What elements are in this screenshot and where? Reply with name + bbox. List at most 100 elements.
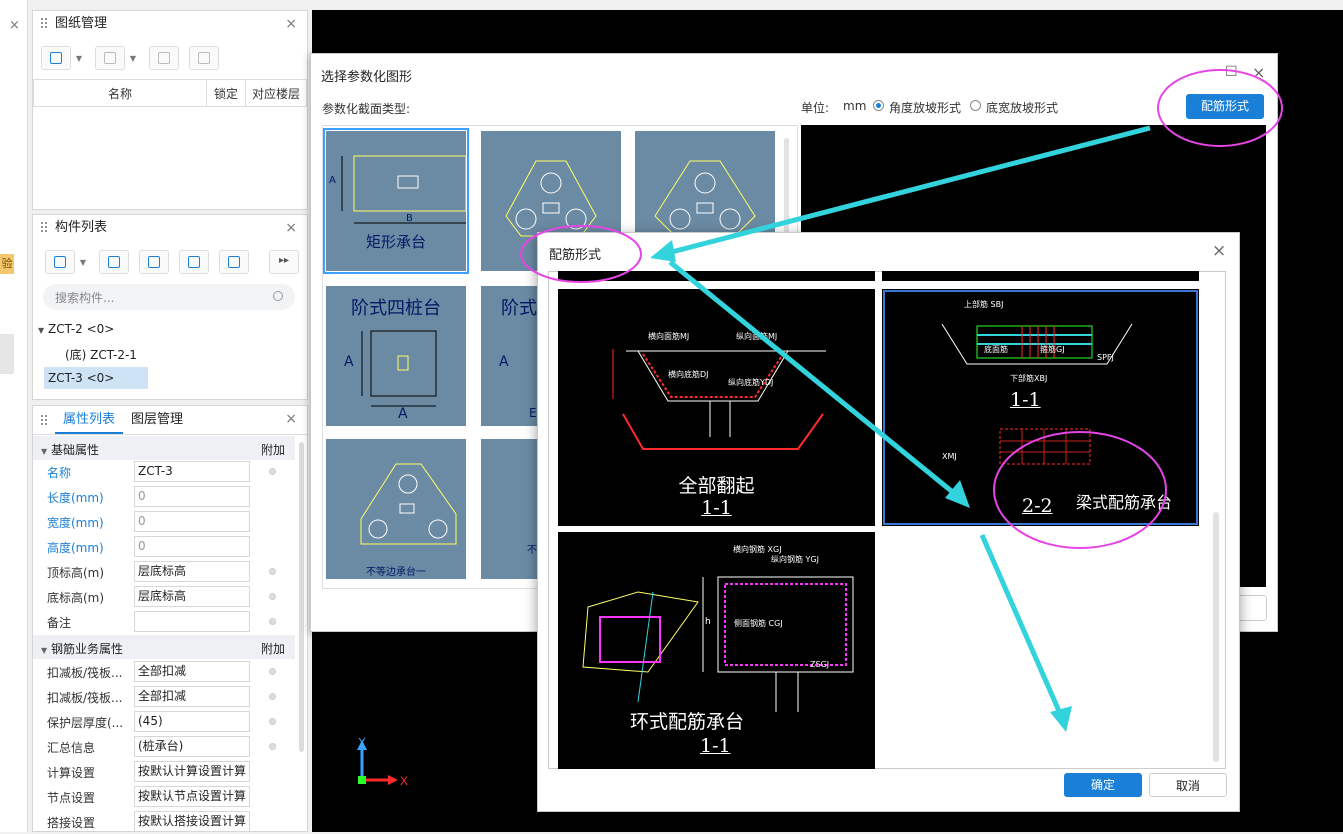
chevron-down-icon[interactable]: ▼ [75, 54, 82, 63]
prop-value-input[interactable] [134, 611, 250, 632]
prop-label: 保护层厚度(... [47, 716, 124, 730]
thumb-drawing [341, 155, 466, 224]
dim-a: A [499, 354, 509, 370]
grid-scrollbar[interactable] [1213, 512, 1219, 762]
rebar-form-beam[interactable]: 上部筋 SBJ 底面筋 箍筋GJ SPFJ 下部筋XBJ XMJ 1-1 2-2… [882, 289, 1199, 526]
rebar-form-button[interactable]: 配筋形式 [1186, 94, 1264, 119]
trash-icon [148, 256, 160, 268]
edit-drawing-button[interactable]: ▼ [95, 46, 136, 70]
cancel-button[interactable]: 取消 [1149, 773, 1227, 797]
drag-grip-icon[interactable] [40, 221, 48, 234]
radio-angle-slope-label: 角度放坡形式 [889, 101, 962, 115]
tree-item[interactable]: (底) ZCT-2-1 [65, 346, 137, 363]
extra-checkbox[interactable] [269, 693, 276, 700]
unit-label: 单位: [801, 101, 830, 115]
tree-item[interactable]: ▼ ZCT-2 <0> [38, 322, 114, 336]
thumb-step-four-pile[interactable]: 阶式四桩台 A A [326, 286, 466, 426]
prop-value-input[interactable]: (桩承台) [134, 736, 250, 757]
extra-checkbox[interactable] [269, 468, 276, 475]
scrollbar[interactable] [299, 442, 304, 752]
prop-label: 扣减板/筏板... [47, 666, 123, 680]
rebar-form-cell-prev[interactable] [882, 271, 1199, 281]
collapse-caret-icon[interactable]: ▼ [41, 646, 48, 655]
rebar-form-cell-prev[interactable] [558, 271, 875, 281]
prop-label: 长度(mm) [47, 491, 104, 505]
rebar-label: h [705, 617, 711, 627]
col-floor[interactable]: 对应楼层 [245, 79, 307, 107]
extra-checkbox[interactable] [269, 593, 276, 600]
add-drawing-button[interactable]: ▼ [41, 46, 82, 70]
extra-checkbox[interactable] [269, 618, 276, 625]
radio-bottom-slope[interactable] [970, 100, 981, 111]
prop-value-input[interactable]: 全部扣减 [134, 686, 250, 707]
extra-header: 附加 [261, 443, 286, 457]
delete-component-button[interactable] [139, 250, 169, 274]
extra-checkbox[interactable] [269, 668, 276, 675]
close-icon[interactable]: × [285, 220, 297, 236]
prop-value-input[interactable]: 0 [134, 536, 250, 557]
dim-a: A [329, 175, 336, 186]
close-icon[interactable]: × [1212, 241, 1227, 261]
close-icon[interactable]: × [285, 411, 297, 427]
prop-label: 高度(mm) [47, 541, 104, 555]
prop-value-input[interactable]: (45) [134, 711, 250, 732]
prop-value-input[interactable]: 按默认计算设置计算 [134, 761, 250, 782]
ok-button[interactable]: 确定 [1064, 773, 1142, 797]
more-button[interactable]: ▸▸ [269, 250, 299, 274]
prop-value-input[interactable]: 层底标高 [134, 561, 250, 582]
col-lock[interactable]: 锁定 [206, 79, 246, 107]
maximize-icon[interactable]: ☐ [1225, 64, 1238, 80]
extra-checkbox[interactable] [269, 743, 276, 750]
drag-grip-icon[interactable] [40, 17, 48, 30]
tab-properties[interactable]: 属性列表 [55, 406, 124, 434]
collapse-caret-icon[interactable]: ▼ [41, 447, 48, 456]
extra-checkbox[interactable] [269, 568, 276, 575]
delete-drawing-button[interactable] [189, 46, 219, 70]
search-icon[interactable] [273, 291, 283, 301]
thumb-caption: 不 [527, 545, 537, 556]
close-icon[interactable]: × [9, 18, 20, 33]
edit-file-icon [104, 52, 116, 64]
prop-label: 底标高(m) [47, 591, 105, 605]
prop-value-input[interactable]: ZCT-3 [134, 461, 250, 482]
chevron-down-icon[interactable]: ▼ [79, 258, 86, 267]
prop-value-input[interactable]: 全部扣减 [134, 661, 250, 682]
drag-grip-icon[interactable] [40, 414, 48, 427]
rebar-form-all-raised[interactable]: 横向面筋MJ 纵向面筋MJ 横向底筋DJ 纵向底筋YDJ 全部翻起 1-1 [558, 289, 875, 526]
layer-copy-button[interactable] [179, 250, 209, 274]
validation-badge[interactable]: 验 [0, 254, 14, 274]
col-name[interactable]: 名称 [33, 79, 207, 107]
thumb-rectangle-cap[interactable]: A B 矩形承台 [323, 128, 469, 274]
section-rebar[interactable]: ▼ 钢筋业务属性 附加 [33, 635, 295, 659]
section-basic[interactable]: ▼ 基础属性 附加 [33, 436, 295, 460]
prop-value-input[interactable]: 按默认节点设置计算 [134, 786, 250, 807]
extra-checkbox[interactable] [269, 718, 276, 725]
tab-layers[interactable]: 图层管理 [131, 412, 184, 427]
close-icon[interactable]: × [1252, 63, 1266, 82]
component-search-input[interactable]: 搜索构件... [43, 284, 295, 310]
rebar-label: XMJ [942, 452, 957, 461]
add-file-icon [50, 52, 62, 64]
new-component-button[interactable]: ▼ [45, 250, 86, 274]
radio-angle-slope[interactable] [873, 100, 884, 111]
prop-label: 节点设置 [47, 791, 96, 805]
split-drawing-button[interactable] [149, 46, 179, 70]
copy-component-button[interactable] [99, 250, 129, 274]
rebar-form-ring[interactable]: 横向钢筋 XGJ 纵向钢筋 YGJ 侧面钢筋 CGJ h ZSGJ 环式配筋承台… [558, 532, 875, 769]
section-rebar-label: ▼ 钢筋业务属性 [41, 640, 123, 657]
chevron-down-icon[interactable]: ▼ [129, 54, 136, 63]
component-settings-button[interactable] [219, 250, 249, 274]
expand-caret-icon[interactable]: ▼ [38, 326, 45, 335]
prop-value-input[interactable]: 层底标高 [134, 586, 250, 607]
prop-label: 搭接设置 [47, 816, 96, 830]
prop-value-input[interactable]: 按默认搭接设置计算 [134, 811, 250, 832]
thumb-drawing [361, 330, 437, 407]
dialog-button-partial[interactable] [1237, 595, 1267, 621]
tree-item-selected[interactable]: ZCT-3 <0> [44, 367, 148, 389]
prop-value-input[interactable]: 0 [134, 511, 250, 532]
close-icon[interactable]: × [285, 16, 297, 32]
prop-value-input[interactable]: 0 [134, 486, 250, 507]
thumb-unequal-cap[interactable]: 不等边承台一 [326, 439, 466, 579]
section-basic-text: 基础属性 [50, 443, 99, 457]
